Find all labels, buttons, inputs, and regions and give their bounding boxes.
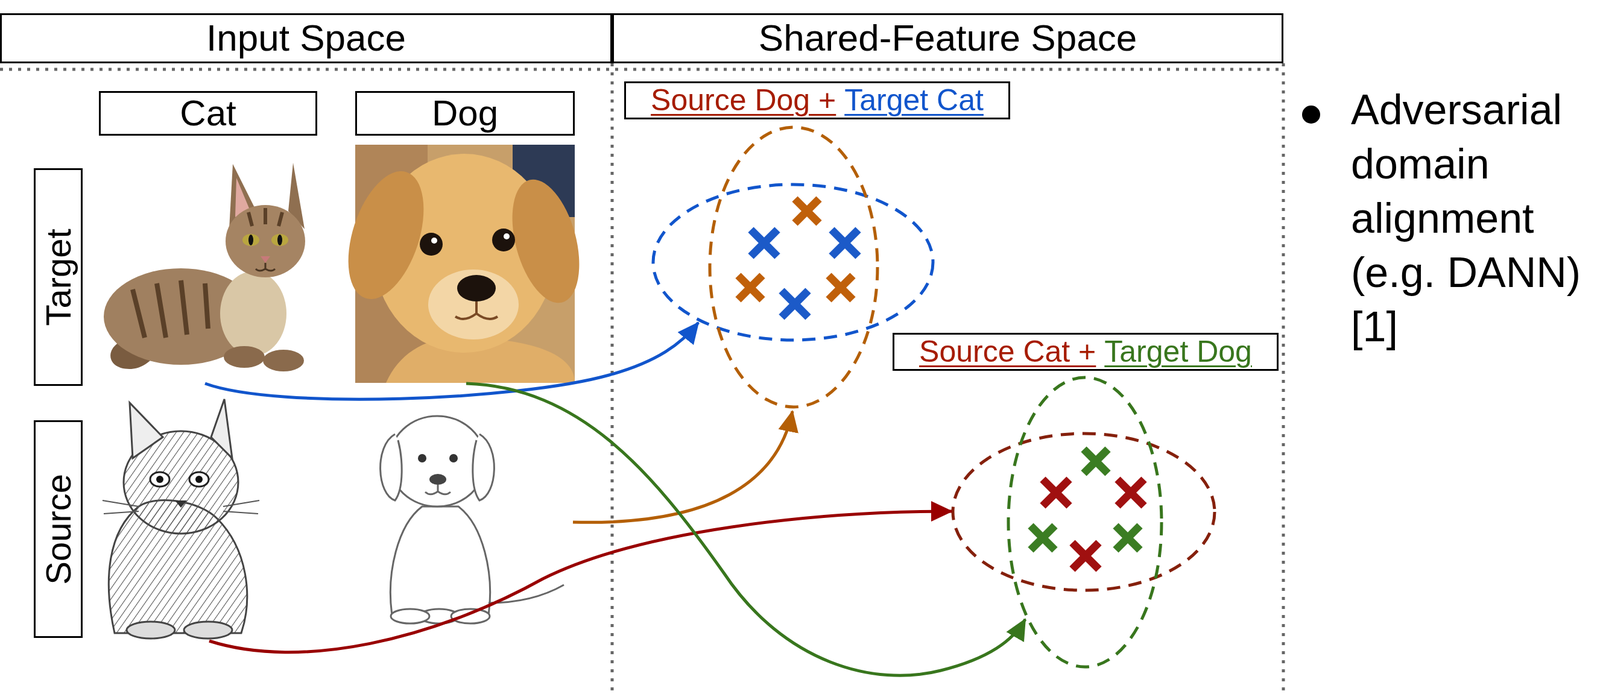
- feature-cross: [738, 199, 1145, 570]
- feature-cluster: [1008, 377, 1162, 668]
- source-dog-sketch: [451, 609, 490, 624]
- mapping-arrow: [205, 322, 1026, 676]
- mapping-arrow: [466, 383, 1026, 676]
- mapping-arrow: [205, 322, 699, 400]
- target-cat-image: [225, 205, 306, 278]
- source-cat-sketch: [129, 402, 163, 459]
- source-cat-sketch: [174, 500, 187, 508]
- target-dog-image: [334, 161, 439, 309]
- target-cat-image: [248, 234, 254, 246]
- source-dog-sketch: [380, 416, 564, 624]
- target-dog-image: [334, 144, 592, 383]
- dotted-frame: [1282, 63, 1286, 694]
- source-dog-sketch: [425, 484, 451, 495]
- bullet-dot: [1302, 105, 1321, 124]
- target-cat-image: [277, 234, 283, 246]
- source-dog-sketch: [390, 506, 490, 616]
- section-header-text: Shared-Feature Space: [758, 17, 1137, 59]
- cluster-label: Source Dog +Target Cat: [624, 81, 1011, 120]
- target-cat-image: [260, 256, 271, 263]
- source-cat-sketch: [211, 399, 233, 459]
- cluster-label-text: Source Cat +: [919, 335, 1096, 369]
- target-dog-image: [457, 275, 496, 302]
- target-dog-image: [492, 228, 516, 252]
- section-header: Shared-Feature Space: [612, 13, 1284, 64]
- source-dog-sketch: [380, 434, 403, 501]
- cluster-label-text: Source Dog +: [650, 83, 836, 117]
- source-dog-sketch: [390, 609, 430, 624]
- target-cat-image: [220, 271, 287, 356]
- bullet-text: Adversarial domain alignment (e.g. DANN)…: [1350, 82, 1590, 355]
- feature-cluster: [653, 127, 1215, 668]
- target-cat-image: [248, 208, 283, 227]
- class-header-text: Cat: [179, 93, 236, 134]
- source-cat-sketch: [156, 475, 164, 484]
- target-cat-image: [262, 349, 304, 372]
- target-cat-image: [271, 233, 289, 247]
- feature-cluster: [653, 184, 933, 341]
- cluster-label-text: Target Cat: [844, 83, 984, 117]
- target-dog-image: [431, 237, 438, 244]
- feature-cross: [750, 229, 859, 318]
- source-cat-sketch: [195, 475, 203, 484]
- source-cat-sketch: [102, 500, 260, 514]
- cluster-label: Source Cat +Target Dog: [892, 332, 1279, 371]
- target-dog-image: [419, 232, 443, 256]
- source-dog-sketch: [388, 416, 486, 507]
- target-dog-image: [428, 269, 519, 340]
- target-dog-image: [503, 233, 510, 240]
- feature-cross: [1042, 479, 1145, 570]
- source-dog-sketch: [417, 454, 427, 463]
- feature-cluster: [952, 433, 1215, 591]
- class-header-text: Dog: [431, 93, 499, 134]
- section-header: Input Space: [0, 13, 613, 64]
- target-cat-image: [242, 233, 260, 247]
- feature-cluster: [709, 127, 878, 408]
- source-cat-sketch: [189, 472, 209, 487]
- source-dog-sketch: [449, 454, 458, 463]
- source-dog-sketch: [429, 474, 447, 485]
- source-cat-sketch: [102, 399, 260, 639]
- domain-header-text: Source: [39, 474, 78, 585]
- source-cat-sketch: [150, 472, 170, 487]
- target-cat-image: [103, 162, 306, 372]
- target-cat-image: [255, 262, 276, 271]
- source-dog-sketch: [472, 434, 495, 501]
- source-cat-sketch: [183, 621, 233, 639]
- mapping-arrow: [572, 411, 793, 523]
- dotted-frame: [0, 63, 1284, 694]
- target-cat-image: [132, 280, 209, 338]
- domain-header: Source: [33, 420, 83, 639]
- class-header: Dog: [355, 91, 575, 136]
- dotted-frame: [0, 68, 1284, 72]
- section-header-text: Input Space: [206, 17, 406, 59]
- cluster-label-text: Target Dog: [1104, 335, 1253, 369]
- class-header: Cat: [98, 91, 318, 136]
- dotted-frame: [610, 63, 614, 694]
- target-dog-image: [455, 301, 498, 320]
- domain-header-text: Target: [39, 228, 78, 326]
- feature-cross: [738, 199, 853, 300]
- domain-header: Target: [33, 168, 83, 386]
- mapping-arrow: [209, 511, 952, 653]
- source-cat-sketch: [126, 621, 175, 639]
- target-cat-image: [223, 346, 265, 368]
